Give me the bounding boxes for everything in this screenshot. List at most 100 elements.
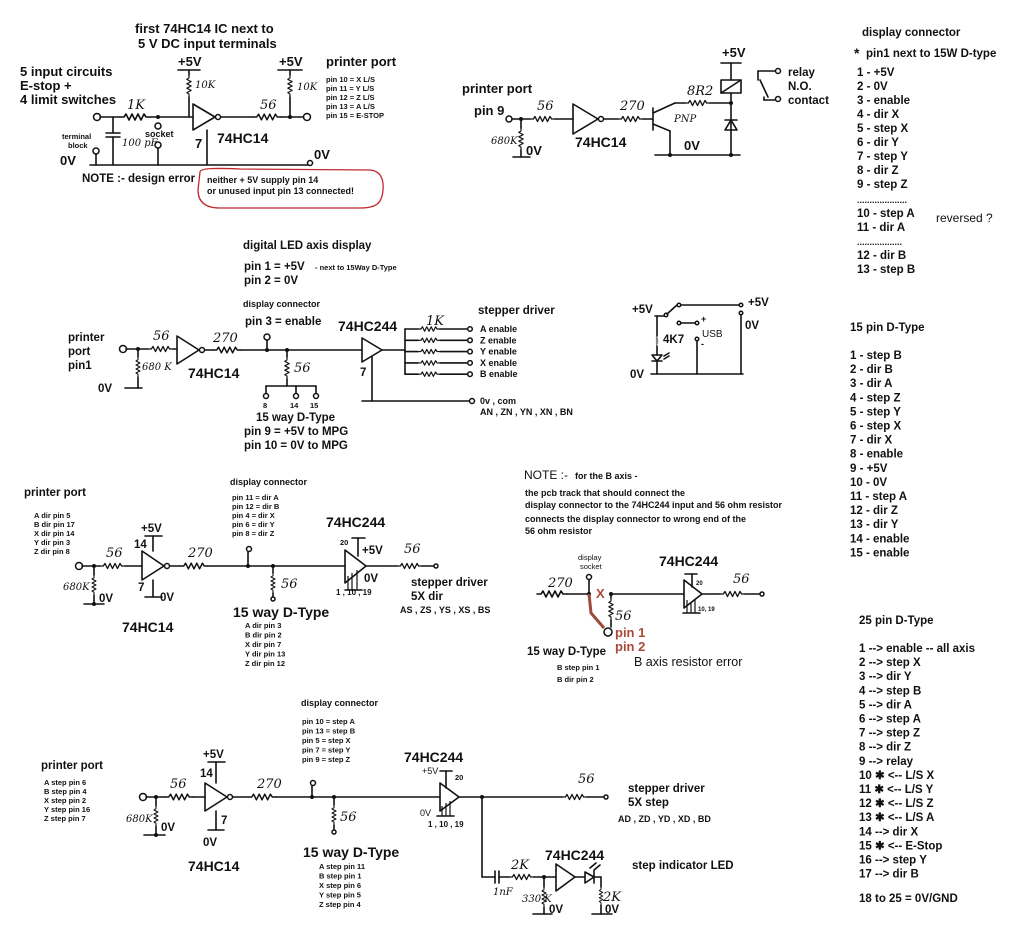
dtype-title: 15 way D-Type bbox=[303, 844, 399, 860]
stepper-driver-label: stepper driver bbox=[628, 783, 705, 795]
pin-number: 7 bbox=[195, 136, 202, 151]
pin-number: 20 bbox=[455, 773, 463, 782]
supply-label: +5V bbox=[722, 45, 746, 60]
printer-port-label: printer port bbox=[24, 487, 86, 499]
resistor-value: 680K bbox=[491, 136, 518, 147]
ic-label: 74HC244 bbox=[659, 553, 718, 569]
printer-pin-row: A dir pin 5 bbox=[34, 511, 70, 520]
usb-minus: - bbox=[701, 339, 704, 349]
printer-port-label: pin1 bbox=[68, 360, 92, 372]
resistor-value: 1K bbox=[127, 98, 146, 113]
printer-pin-row: Y dir pin 3 bbox=[34, 538, 70, 547]
star-icon: * bbox=[854, 45, 860, 61]
limit-switch-circuit: first 74HC14 IC next to 5 V DC input ter… bbox=[20, 21, 397, 209]
table-row: 14 --> dir X bbox=[859, 826, 918, 838]
table-row: 13 - step B bbox=[857, 264, 915, 276]
table-row: 7 - dir X bbox=[850, 435, 893, 447]
display-pin-row: pin 7 = step Y bbox=[302, 746, 350, 755]
printer-port-label: printer port bbox=[462, 81, 533, 96]
inverter-symbol bbox=[204, 782, 228, 812]
stepper-driver-label: 5X dir bbox=[411, 591, 443, 603]
gnd-label: 0V bbox=[684, 138, 700, 153]
dtype-pin-row: Y step pin 5 bbox=[319, 891, 361, 900]
stepper-driver-signals: AS , ZS , YS , XS , BS bbox=[400, 605, 490, 615]
table-row: 10 - step A bbox=[857, 208, 915, 220]
resistor-value: 4K7 bbox=[663, 334, 684, 346]
pin-number: 20 bbox=[696, 581, 703, 587]
table-row: 13 ✱ <-- L/S A bbox=[859, 812, 934, 824]
pin-number: 7 bbox=[360, 367, 366, 379]
separator: .................... bbox=[857, 195, 907, 205]
resistor-value: 270 bbox=[256, 777, 282, 792]
table-row: 14 - enable bbox=[850, 533, 909, 545]
dtype-pin-row: A dir pin 3 bbox=[245, 621, 281, 630]
dtype-pin-row: X dir pin 7 bbox=[245, 640, 281, 649]
supply-label: +5V bbox=[279, 54, 303, 69]
gnd-label: 0V bbox=[420, 808, 431, 818]
supply-label: +5V bbox=[632, 304, 653, 316]
resistor-value: 680K bbox=[63, 582, 90, 593]
dtype-note: pin 10 = 0V to MPG bbox=[244, 440, 348, 452]
gnd-label: 0V bbox=[203, 837, 217, 849]
display-pin-row: pin 11 = dir A bbox=[232, 493, 279, 502]
step-circuit: printer port A step pin 6B step pin 4X s… bbox=[41, 698, 734, 916]
pin-row: pin 11 = Y L/S bbox=[326, 84, 374, 93]
socket-terminal bbox=[154, 122, 162, 130]
dtype-pin-row: A step pin 11 bbox=[319, 862, 365, 871]
resistor-value: 56 bbox=[733, 572, 750, 587]
supply-label: +5V bbox=[362, 545, 383, 557]
table-row: 9 - +5V bbox=[850, 463, 888, 475]
error-pcb-track bbox=[587, 593, 606, 629]
dtype-pin-row: Z step pin 4 bbox=[319, 900, 362, 909]
resistor-value: 1K bbox=[426, 314, 445, 329]
ic-label: 74HC14 bbox=[188, 365, 240, 381]
cap-value: 100 pF bbox=[122, 138, 159, 149]
error-x-mark: X bbox=[596, 586, 605, 601]
table-row: 3 - dir A bbox=[850, 378, 892, 390]
error-caption: B axis resistor error bbox=[634, 655, 742, 669]
note-line: the pcb track that should connect the bbox=[525, 488, 685, 498]
table-row: 12 - dir B bbox=[857, 250, 906, 262]
table-row: 3 --> dir Y bbox=[859, 671, 912, 683]
gnd-label: 0V bbox=[99, 593, 113, 605]
dtype-pin-row: B step pin 1 bbox=[319, 872, 362, 881]
enable-output-label: Y enable bbox=[480, 347, 517, 357]
resistor-value: 10K bbox=[195, 80, 216, 91]
display-connector-label: display connector bbox=[301, 698, 379, 708]
gnd-label: 0V bbox=[364, 573, 378, 585]
table-row: 9 --> relay bbox=[859, 756, 914, 768]
dtype-pin: 14 bbox=[290, 401, 299, 410]
gnd-label: 0V bbox=[314, 147, 330, 162]
cap-value: 1nF bbox=[493, 887, 514, 898]
note-prefix: NOTE :- bbox=[524, 468, 568, 482]
resistor-value: 56 bbox=[260, 98, 277, 113]
table-row: 4 - dir X bbox=[857, 109, 900, 121]
pin-row: pin 12 = Z L/S bbox=[326, 93, 375, 102]
display-connector-label: display connector bbox=[243, 299, 321, 309]
resistor-value: 56 bbox=[340, 810, 357, 825]
table-row: 11 ✱ <-- L/S Y bbox=[859, 784, 934, 796]
section-title: digital LED axis display bbox=[243, 240, 372, 252]
title-line1: first 74HC14 IC next to bbox=[135, 21, 274, 36]
resistor-value: 56 bbox=[537, 99, 554, 114]
pin-note: pin 1 = +5V bbox=[244, 261, 305, 273]
table-row: 2 --> step X bbox=[859, 657, 921, 669]
inverter-symbol bbox=[141, 550, 165, 581]
table-row: 7 --> step Z bbox=[859, 728, 920, 740]
supply-label: +5V bbox=[141, 523, 162, 535]
com-label: AN , ZN , YN , XN , BN bbox=[480, 407, 573, 417]
table-row: 4 - step Z bbox=[850, 392, 900, 404]
pin-number: 20 bbox=[340, 538, 348, 547]
terminal-block-label: terminal bbox=[62, 132, 91, 141]
error-pin-label: pin 1 bbox=[615, 625, 645, 640]
note-text: neither + 5V supply pin 14 bbox=[207, 175, 318, 185]
error-pin-label: pin 2 bbox=[615, 639, 645, 654]
table-title: 25 pin D-Type bbox=[859, 615, 934, 627]
gnd-label: 0V bbox=[161, 822, 175, 834]
table-row: 15 ✱ <-- E-Stop bbox=[859, 840, 942, 852]
note-text: or unused input pin 13 connected! bbox=[207, 186, 354, 196]
resistor-value: 270 bbox=[187, 546, 213, 561]
display-pin-row: pin 12 = dir B bbox=[232, 502, 280, 511]
note-line: connects the display connector to wrong … bbox=[525, 514, 746, 524]
pin-number: 14 bbox=[134, 539, 147, 551]
